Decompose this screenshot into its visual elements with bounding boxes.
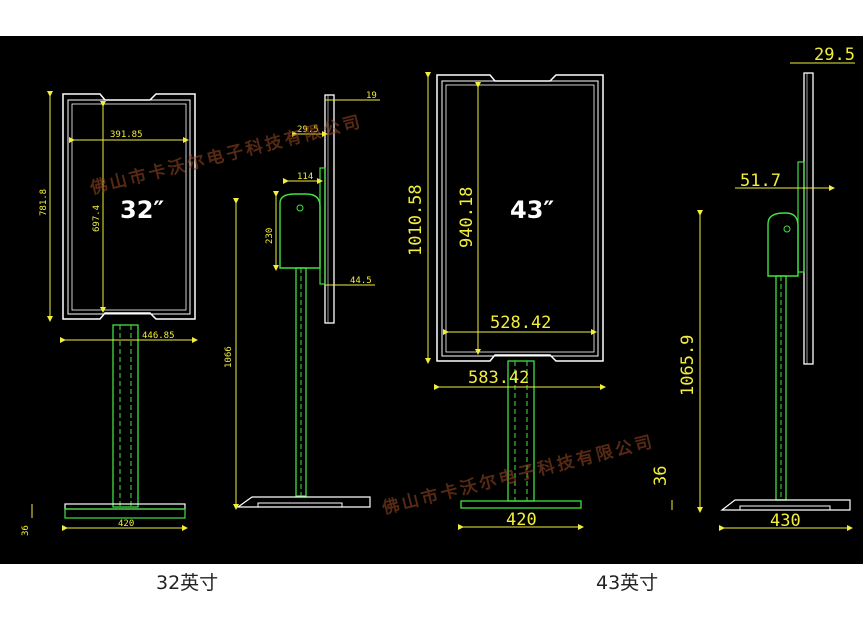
dim-43-height: 1010.58 bbox=[406, 184, 426, 256]
dim-32-stand-height: 1066 bbox=[224, 346, 234, 368]
drawing-area: 781.8 697.4 391.85 446.85 420 36 32″ 19 … bbox=[0, 36, 863, 564]
size-label-43: 43″ bbox=[510, 196, 554, 224]
caption-43: 43英寸 bbox=[596, 572, 659, 594]
front-view-32: 781.8 697.4 391.85 446.85 420 36 32″ bbox=[21, 91, 198, 536]
front-view-43: 1010.58 940.18 528.42 583.42 420 43″ bbox=[406, 72, 606, 530]
dim-43-stand-height: 1065.9 bbox=[678, 335, 698, 396]
dim-43-depth-top: 29.5 bbox=[814, 45, 855, 65]
watermark-top: 佛山市卡沃尔电子科技有限公司 bbox=[87, 111, 365, 199]
dim-43-base-height: 36 bbox=[651, 466, 671, 486]
side-view-43: 29.5 51.7 1065.9 36 430 bbox=[651, 45, 855, 531]
dim-32-bracket-offset: 29.5 bbox=[297, 125, 319, 135]
dim-32-bracket-width: 114 bbox=[297, 172, 313, 182]
dim-32-inner-height: 697.4 bbox=[92, 205, 102, 232]
dim-43-base-width: 420 bbox=[506, 510, 537, 530]
dim-32-bracket-lower: 44.5 bbox=[350, 276, 372, 286]
dim-43-bracket-offset: 51.7 bbox=[740, 171, 781, 191]
dim-32-depth-top: 19 bbox=[366, 91, 377, 101]
dim-43-inner-height: 940.18 bbox=[457, 187, 477, 248]
dim-43-outer-width: 583.42 bbox=[468, 368, 529, 388]
dim-43-inner-width: 528.42 bbox=[490, 313, 551, 333]
dim-32-base-width: 420 bbox=[118, 519, 134, 529]
side-view-32: 19 29.5 114 230 44.5 1066 bbox=[224, 91, 380, 510]
dim-32-base-height: 36 bbox=[21, 525, 31, 536]
dim-32-bracket-height: 230 bbox=[265, 228, 275, 244]
dim-43-base-width: 430 bbox=[770, 511, 801, 531]
dim-32-outer-width: 446.85 bbox=[142, 331, 175, 341]
size-label-32: 32″ bbox=[120, 196, 164, 224]
dim-32-inner-width: 391.85 bbox=[110, 130, 143, 140]
caption-32: 32英寸 bbox=[156, 572, 219, 594]
watermark-bottom: 佛山市卡沃尔电子科技有限公司 bbox=[379, 431, 657, 519]
technical-drawing: 781.8 697.4 391.85 446.85 420 36 32″ 19 … bbox=[21, 45, 855, 536]
dim-32-height: 781.8 bbox=[39, 189, 49, 216]
